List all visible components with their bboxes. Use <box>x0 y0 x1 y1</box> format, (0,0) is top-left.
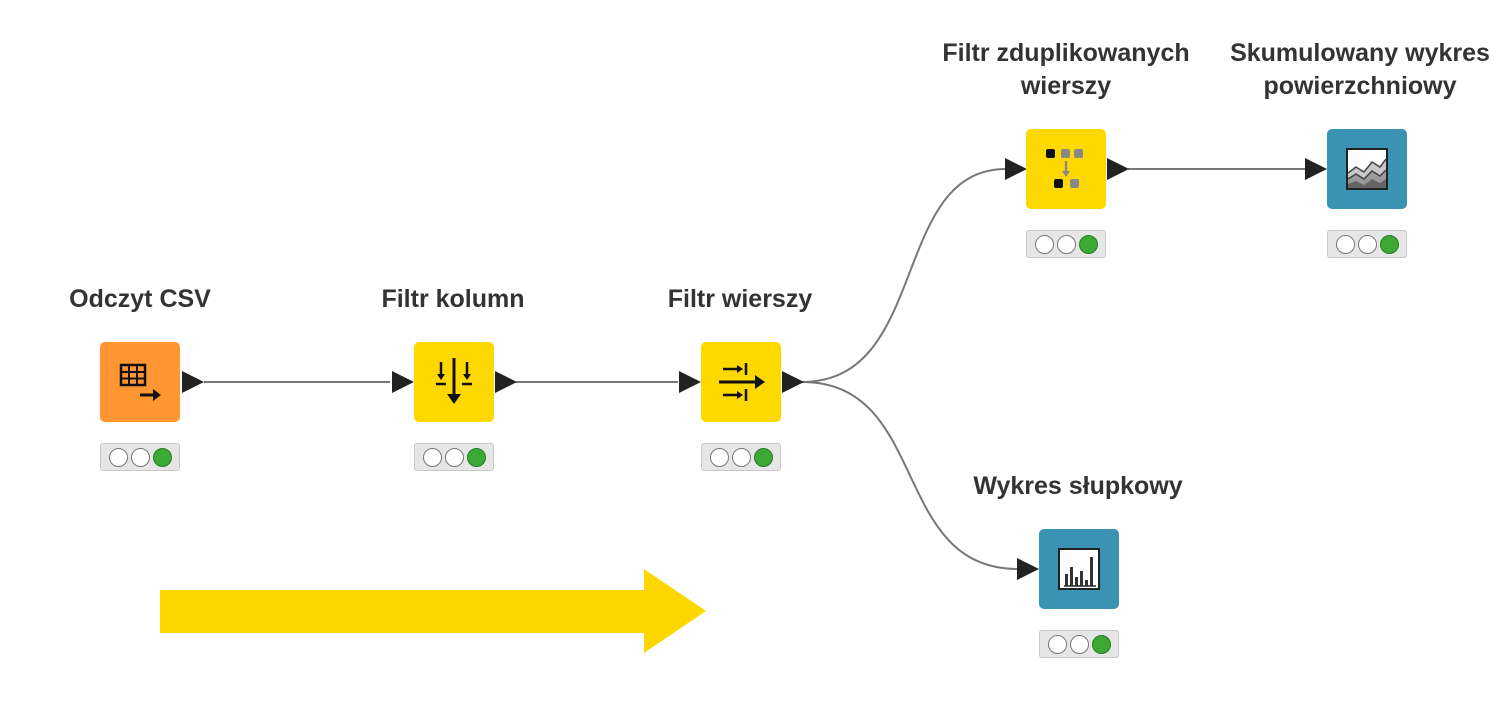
status-indicator-stacked-area-chart <box>1327 230 1407 258</box>
output-port-csv-reader[interactable] <box>182 371 204 393</box>
output-port-row-filter[interactable] <box>782 371 804 393</box>
status-light-executed <box>753 447 773 467</box>
node-bar-chart[interactable] <box>1039 529 1119 609</box>
input-port-bar-chart[interactable] <box>1017 558 1039 580</box>
status-light-idle <box>1034 234 1054 254</box>
node-column-filter[interactable] <box>414 342 494 422</box>
status-light-idle <box>1357 234 1377 254</box>
node-duplicate-row-filter[interactable] <box>1026 129 1106 209</box>
status-light-idle <box>731 447 751 467</box>
status-light-idle <box>709 447 729 467</box>
duplicate-filter-icon <box>1046 149 1083 188</box>
status-light-executed <box>1379 234 1399 254</box>
status-light-executed <box>466 447 486 467</box>
status-light-idle <box>444 447 464 467</box>
node-label-duplicate-row-filter: Filtr zduplikowanych wierszy <box>942 39 1190 100</box>
status-light-idle <box>1056 234 1076 254</box>
output-port-column-filter[interactable] <box>495 371 517 393</box>
input-port-column-filter[interactable] <box>392 371 414 393</box>
row-filter-icon <box>719 363 765 401</box>
status-light-idle <box>422 447 442 467</box>
connection-row-filter-to-duplicate-filter[interactable] <box>801 168 1007 383</box>
connection-row-filter-to-bar-chart[interactable] <box>801 381 1019 570</box>
table-export-icon <box>119 363 161 401</box>
area-chart-icon <box>1346 148 1388 190</box>
node-row-filter[interactable] <box>701 342 781 422</box>
status-indicator-duplicate-row-filter <box>1026 230 1106 258</box>
status-light-executed <box>1091 634 1111 654</box>
bar-chart-icon <box>1058 548 1100 590</box>
status-indicator-row-filter <box>701 443 781 471</box>
flow-direction-arrow <box>160 569 706 653</box>
node-label-row-filter: Filtr wierszy <box>667 285 813 313</box>
node-csv-reader[interactable] <box>100 342 180 422</box>
input-port-row-filter[interactable] <box>679 371 701 393</box>
status-light-idle <box>1335 234 1355 254</box>
status-light-idle <box>1069 634 1089 654</box>
status-light-idle <box>108 447 128 467</box>
input-port-duplicate-filter[interactable] <box>1005 158 1027 180</box>
status-indicator-bar-chart <box>1039 630 1119 658</box>
status-light-executed <box>152 447 172 467</box>
node-label-bar-chart: Wykres słupkowy <box>973 472 1183 500</box>
node-label-column-filter: Filtr kolumn <box>381 285 525 313</box>
input-port-area-chart[interactable] <box>1305 158 1327 180</box>
status-indicator-csv-reader <box>100 443 180 471</box>
status-light-executed <box>1078 234 1098 254</box>
node-label-csv-reader: Odczyt CSV <box>69 285 211 313</box>
output-port-duplicate-filter[interactable] <box>1107 158 1129 180</box>
status-light-idle <box>1047 634 1067 654</box>
status-light-idle <box>130 447 150 467</box>
node-label-stacked-area-chart: Skumulowany wykres powierzchniowy <box>1230 39 1490 100</box>
column-filter-icon <box>436 358 472 404</box>
node-stacked-area-chart[interactable] <box>1327 129 1407 209</box>
status-indicator-column-filter <box>414 443 494 471</box>
